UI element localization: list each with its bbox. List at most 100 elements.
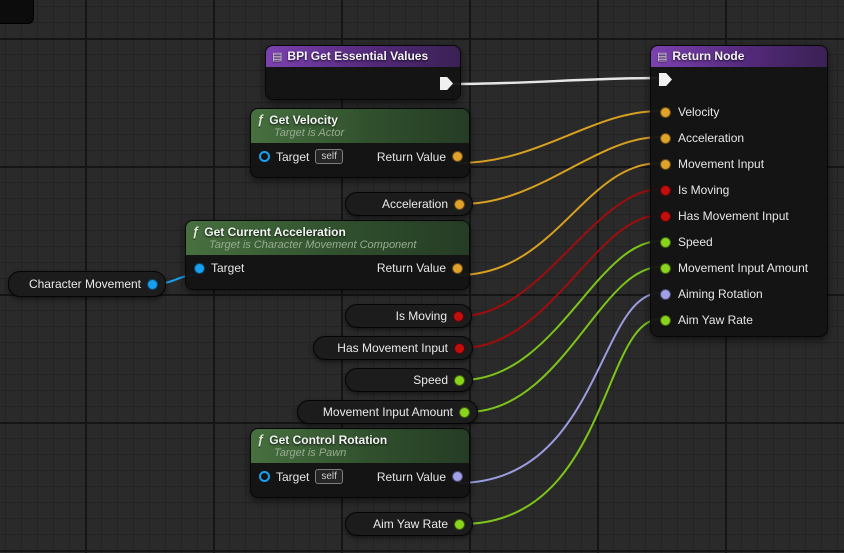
return-value-label: Return Value <box>376 149 446 164</box>
float-output-pin[interactable] <box>454 374 465 386</box>
vector-output-pin[interactable] <box>454 198 465 210</box>
node-header: ƒ Get Control Rotation Target is Pawn <box>251 429 469 463</box>
wire-is-moving[interactable] <box>461 188 661 317</box>
target-label: Target <box>211 261 245 275</box>
function-icon: ƒ <box>257 112 265 127</box>
bool-pin[interactable] <box>660 210 671 222</box>
exec-input-pin[interactable] <box>659 73 672 86</box>
wire-velocity[interactable] <box>457 110 661 164</box>
wire-acceleration[interactable] <box>461 136 661 205</box>
float-output-pin[interactable] <box>454 518 465 530</box>
float-pin[interactable] <box>660 262 671 274</box>
node-subtitle: Target is Actor <box>274 127 345 139</box>
float-pin[interactable] <box>660 236 671 248</box>
pin-label: Aim Yaw Rate <box>678 313 753 327</box>
wire-aim-yaw-rate[interactable] <box>461 318 661 525</box>
node-header: ▤ BPI Get Essential Values <box>266 46 460 67</box>
pin-label: Speed <box>678 235 713 249</box>
target-label: Target <box>276 469 310 484</box>
pin-label: Velocity <box>678 105 720 119</box>
node-title: Get Control Rotation <box>269 433 388 447</box>
return-value-label: Return Value <box>376 261 446 275</box>
pill-acceleration[interactable]: Acceleration <box>345 192 473 216</box>
return-value-pin[interactable] <box>452 471 463 482</box>
return-node-pin-list: Velocity Acceleration Movement Input Is … <box>651 99 827 333</box>
node-subtitle: Target is Character Movement Component <box>209 239 417 251</box>
variable-label: Character Movement <box>28 277 141 291</box>
input-pin-row: Has Movement Input <box>651 203 827 229</box>
vector-pin[interactable] <box>660 158 671 170</box>
function-icon: ƒ <box>257 432 265 447</box>
target-pin[interactable] <box>259 151 270 162</box>
pill-label: Speed <box>413 373 448 387</box>
vector-pin[interactable] <box>660 106 671 118</box>
pill-label: Movement Input Amount <box>322 405 453 419</box>
pill-label: Aim Yaw Rate <box>373 517 448 531</box>
return-value-pin[interactable] <box>452 262 463 274</box>
node-header: ƒ Get Velocity Target is Actor <box>251 109 469 143</box>
pin-label: Has Movement Input <box>678 209 789 223</box>
input-pin-row: Aiming Rotation <box>651 281 827 307</box>
pin-label: Movement Input <box>678 157 765 171</box>
pill-movement-input-amount[interactable]: Movement Input Amount <box>297 400 478 424</box>
node-subtitle: Target is Pawn <box>274 447 347 459</box>
pin-label: Acceleration <box>678 131 745 145</box>
wire-speed[interactable] <box>461 240 661 381</box>
self-default-value[interactable]: self <box>315 469 343 484</box>
node-get-current-acceleration[interactable]: ƒ Get Current Acceleration Target is Cha… <box>185 220 470 290</box>
pill-label: Has Movement Input <box>337 341 448 355</box>
input-pin-row: Speed <box>651 229 827 255</box>
input-pin-row: Is Moving <box>651 177 827 203</box>
node-title: Return Node <box>672 49 745 63</box>
bool-output-pin[interactable] <box>453 310 464 322</box>
input-pin-row: Movement Input Amount <box>651 255 827 281</box>
node-title: Get Velocity <box>269 113 338 127</box>
input-pin-row: Acceleration <box>651 125 827 151</box>
bool-pin[interactable] <box>660 184 671 196</box>
function-icon: ƒ <box>192 224 200 239</box>
node-bpi-get-essential-values[interactable]: ▤ BPI Get Essential Values <box>265 45 461 100</box>
node-body: Target self Return Value <box>251 469 469 484</box>
wire-movement-input[interactable] <box>457 162 661 276</box>
pill-has-movement-input[interactable]: Has Movement Input <box>313 336 473 360</box>
rotator-pin[interactable] <box>660 288 671 300</box>
object-output-pin[interactable] <box>147 278 158 290</box>
pill-aim-yaw-rate[interactable]: Aim Yaw Rate <box>345 512 473 536</box>
wire-aiming-rotation[interactable] <box>457 292 661 484</box>
event-node-icon: ▤ <box>272 51 283 63</box>
node-body: Target Return Value <box>186 261 469 275</box>
target-pin[interactable] <box>259 471 270 482</box>
pill-is-moving[interactable]: Is Moving <box>345 304 472 328</box>
node-return-node[interactable]: ▤ Return Node Velocity Acceleration Move… <box>650 45 828 337</box>
node-title: Get Current Acceleration <box>204 225 346 239</box>
node-header: ƒ Get Current Acceleration Target is Cha… <box>186 221 469 255</box>
wire-has-movement-input[interactable] <box>461 214 661 349</box>
wire-exec[interactable] <box>449 76 661 86</box>
input-pin-row: Movement Input <box>651 151 827 177</box>
float-output-pin[interactable] <box>459 406 470 418</box>
pin-label: Aiming Rotation <box>678 287 763 301</box>
exec-output-pin[interactable] <box>440 77 453 90</box>
bool-output-pin[interactable] <box>454 342 465 354</box>
pill-speed[interactable]: Speed <box>345 368 473 392</box>
node-get-control-rotation[interactable]: ƒ Get Control Rotation Target is Pawn Ta… <box>250 428 470 498</box>
pill-label: Is Moving <box>395 309 447 323</box>
input-pin-row: Aim Yaw Rate <box>651 307 827 333</box>
target-pin[interactable] <box>194 262 205 274</box>
pin-label: Movement Input Amount <box>678 261 809 275</box>
node-body: Target self Return Value <box>251 149 469 164</box>
target-label: Target <box>276 149 310 164</box>
wire-movement-input-amount[interactable] <box>466 266 661 413</box>
vector-pin[interactable] <box>660 132 671 144</box>
float-pin[interactable] <box>660 314 671 326</box>
node-get-velocity[interactable]: ƒ Get Velocity Target is Actor Target se… <box>250 108 470 178</box>
return-value-pin[interactable] <box>452 151 463 162</box>
return-value-label: Return Value <box>376 469 446 484</box>
offscreen-node-corner[interactable] <box>0 0 34 24</box>
node-header: ▤ Return Node <box>651 46 827 67</box>
node-title: BPI Get Essential Values <box>287 49 429 63</box>
variable-node-character-movement[interactable]: Character Movement <box>8 271 166 297</box>
input-pin-row: Velocity <box>651 99 827 125</box>
self-default-value[interactable]: self <box>315 149 343 164</box>
